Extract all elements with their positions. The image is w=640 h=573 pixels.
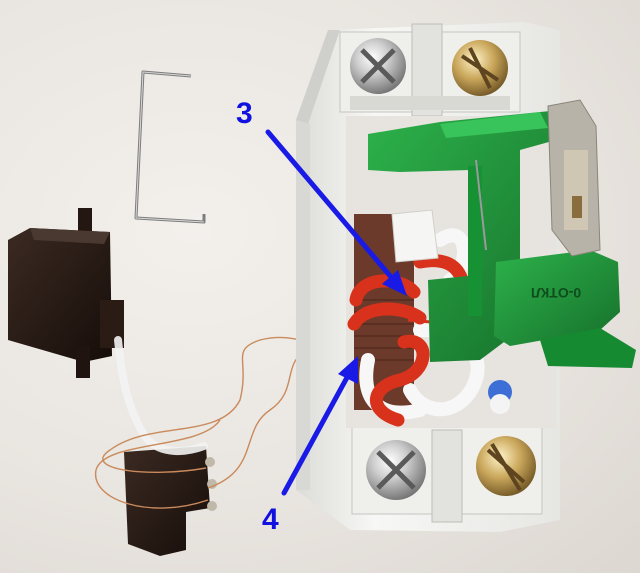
metal-bracket: [547, 99, 601, 257]
callout-label-3: 3: [236, 97, 253, 130]
callout-arrow-4: [281, 356, 358, 496]
tubing: [114, 336, 208, 456]
callout-label-4: 4: [262, 503, 279, 536]
green-lever: [494, 250, 636, 368]
white-latch: [391, 209, 439, 263]
red-coil-wire: [347, 254, 469, 427]
lever-text: 0-ОТКЛ: [531, 285, 581, 301]
white-cap: [490, 394, 510, 414]
wire-staple: [134, 70, 206, 224]
black-part-bottom: [124, 446, 217, 556]
terminal-screws: [350, 38, 536, 500]
black-part-top: [8, 208, 124, 378]
callout-arrow-3: [265, 129, 407, 296]
